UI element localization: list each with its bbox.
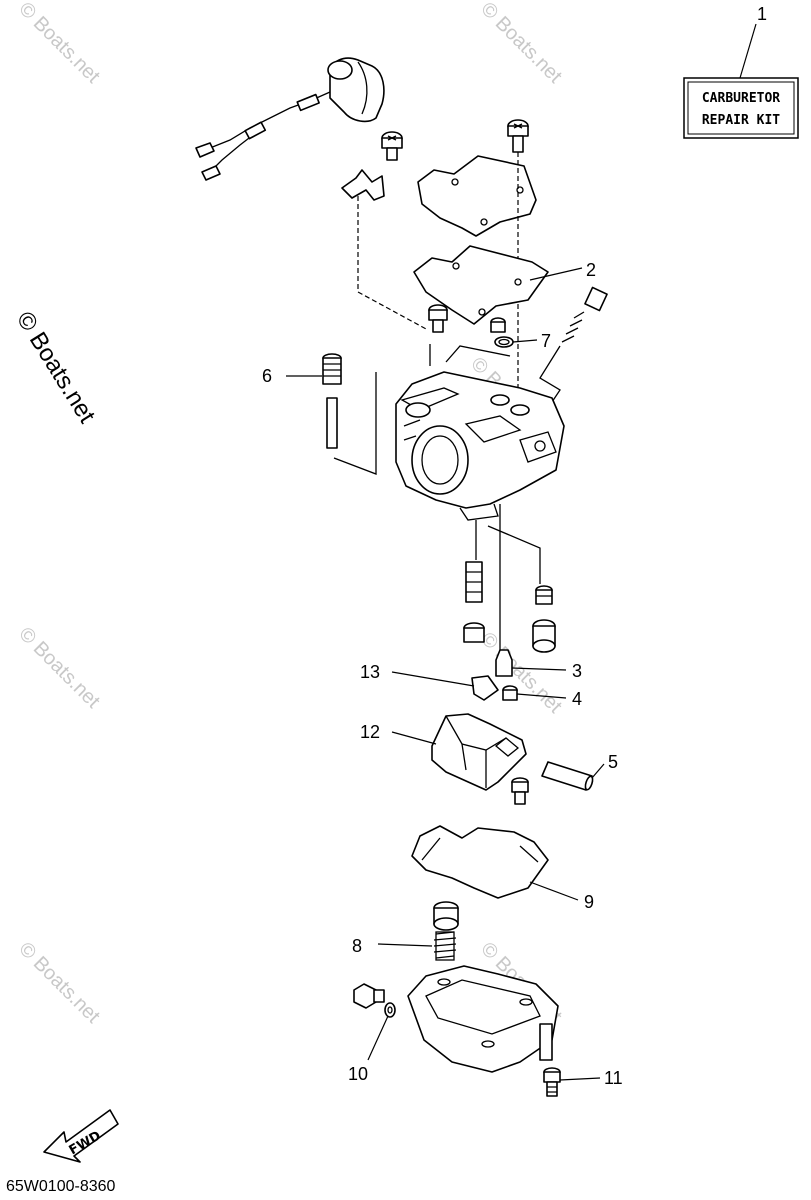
washer-10[interactable]: [384, 1002, 396, 1018]
top-cover-plate[interactable]: [417, 155, 537, 237]
fwd-arrow-icon: FWD: [43, 1109, 119, 1163]
choke-solenoid[interactable]: [195, 57, 385, 181]
watermark: © Boats.net: [476, 0, 566, 88]
callout-13[interactable]: 13: [360, 662, 380, 682]
repair-kit-label[interactable]: CARBURETOR REPAIR KIT: [683, 77, 799, 139]
callout-2[interactable]: 2: [586, 260, 596, 280]
callout-5[interactable]: 5: [608, 752, 618, 772]
repair-kit-line1: CARBURETOR: [702, 91, 780, 106]
drain-screw[interactable]: [353, 983, 385, 1009]
needle-seat-4[interactable]: [502, 685, 518, 701]
o-ring-7[interactable]: [494, 336, 514, 348]
needle-clip-13[interactable]: [471, 675, 499, 701]
float-screw[interactable]: [511, 777, 529, 805]
callout-11[interactable]: 11: [604, 1068, 623, 1088]
jet-holder[interactable]: [532, 619, 556, 653]
callout-1[interactable]: 1: [757, 4, 767, 24]
float-bowl-gasket-9[interactable]: [411, 825, 549, 899]
callout-10[interactable]: 10: [348, 1064, 368, 1084]
callout-7[interactable]: 7: [541, 331, 551, 351]
callout-4[interactable]: 4: [572, 689, 582, 709]
gasket-2[interactable]: [413, 245, 549, 325]
needle-valve-3[interactable]: [495, 649, 513, 677]
screw-top-left[interactable]: [381, 131, 403, 161]
side-watermark: © Boats.net: [11, 307, 101, 428]
pilot-jet-6[interactable]: [322, 353, 342, 449]
choke-lever-clip[interactable]: [341, 169, 385, 201]
pilot-screw[interactable]: [539, 286, 608, 421]
float-12[interactable]: [431, 713, 527, 791]
screw-top-right[interactable]: [507, 119, 529, 153]
collar[interactable]: [433, 901, 459, 931]
callout-12[interactable]: 12: [360, 722, 380, 742]
watermark: © Boats.net: [14, 938, 104, 1028]
callout-3[interactable]: 3: [572, 661, 582, 681]
callout-8[interactable]: 8: [352, 936, 362, 956]
callout-9[interactable]: 9: [584, 892, 594, 912]
callout-6[interactable]: 6: [262, 366, 272, 386]
float-pin-5[interactable]: [541, 761, 594, 791]
bowl-screw-11[interactable]: [543, 1067, 561, 1097]
body-screw[interactable]: [428, 304, 448, 333]
diagram-code: 65W0100-8360: [6, 1178, 116, 1195]
watermark: © Boats.net: [14, 623, 104, 713]
float-bowl[interactable]: [407, 965, 559, 1073]
spring-8[interactable]: [433, 931, 457, 961]
main-jet[interactable]: [535, 585, 553, 605]
body-plug[interactable]: [490, 317, 506, 333]
watermark: © Boats.net: [14, 0, 104, 88]
carburetor-body[interactable]: [395, 371, 565, 521]
main-nozzle[interactable]: [463, 561, 485, 643]
repair-kit-line2: REPAIR KIT: [702, 113, 780, 128]
